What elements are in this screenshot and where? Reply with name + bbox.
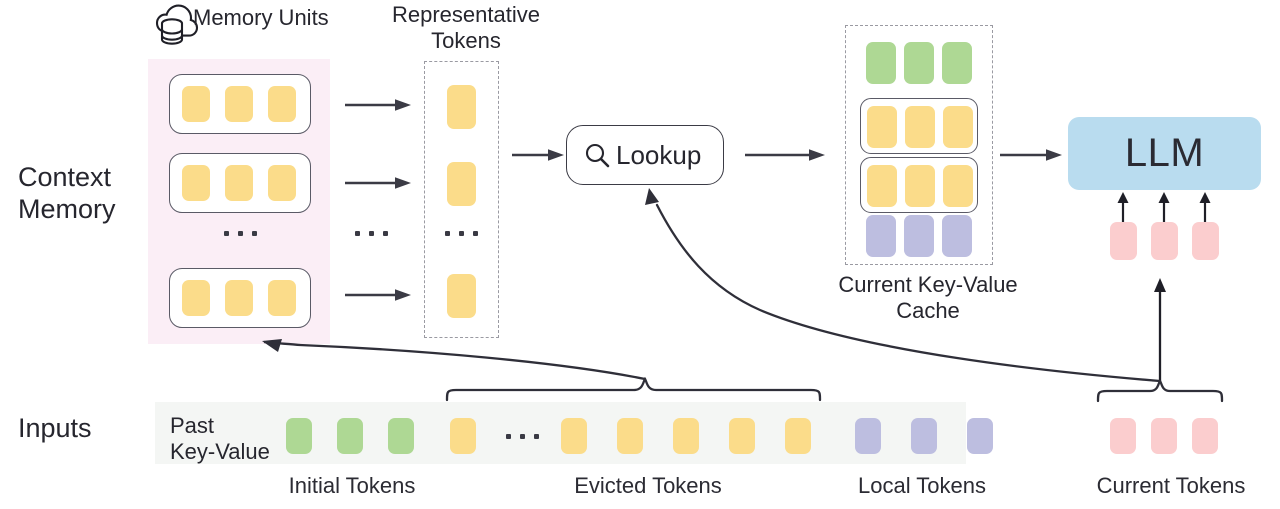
input-token-current [1151,418,1177,454]
memory-token [225,165,253,201]
current-kv-cache-caption: Current Key-Value Cache [838,272,1018,323]
kv-token [905,165,935,207]
memory-units-ellipsis [224,231,257,236]
kv-token [866,42,896,84]
kv-token [943,106,973,148]
representative-token [447,274,476,318]
memory-unit [169,268,311,328]
input-token-evicted [617,418,643,454]
representative-tokens-box [424,61,499,338]
magnifier-icon [584,142,610,168]
cloud-database-icon [155,2,199,48]
kv-token [943,165,973,207]
memory-token [268,86,296,122]
input-token-current [1192,418,1218,454]
llm-input-token [1151,222,1178,260]
caption-local-tokens: Local Tokens [857,473,986,498]
input-token-evicted [729,418,755,454]
caption-current-tokens: Current Tokens [1096,473,1246,498]
arrow-memory-to-rep-1 [345,98,413,112]
memory-units-heading: Memory Units [193,5,329,30]
input-token-initial [388,418,414,454]
input-token-current [1110,418,1136,454]
memory-token [182,86,210,122]
memory-token [225,280,253,316]
memory-token [268,280,296,316]
memory-unit [169,74,311,134]
llm-label: LLM [1124,131,1205,175]
input-token-local [967,418,993,454]
representative-token [447,162,476,206]
arrow-token-to-llm-3 [1198,192,1212,222]
lookup-button[interactable]: Lookup [566,125,724,185]
inputs-ellipsis [506,434,539,439]
kv-row-initial-tokens [866,42,972,84]
kv-row-local-tokens [866,215,972,257]
memory-token [268,165,296,201]
current-kv-cache-box [845,25,993,265]
llm-box: LLM [1068,117,1261,190]
arrow-token-to-llm-1 [1116,192,1130,222]
arrow-memory-to-rep-3 [345,288,413,302]
input-token-evicted [673,418,699,454]
input-token-evicted [785,418,811,454]
kv-token [904,215,934,257]
arrow-token-to-llm-2 [1157,192,1171,222]
memory-unit [169,153,311,213]
kv-memory-unit [860,157,978,213]
row-label-context-memory: Context Memory [18,162,116,224]
memory-token [182,165,210,201]
kv-token [866,215,896,257]
input-token-initial [337,418,363,454]
memory-token [225,86,253,122]
kv-memory-unit [860,98,978,154]
input-token-evicted [561,418,587,454]
representative-tokens-heading: Representative Tokens [392,2,540,53]
row-label-inputs: Inputs [18,413,92,443]
kv-token [942,42,972,84]
arrow-rep-to-lookup [512,148,566,162]
arrow-memory-to-rep-2 [345,176,413,190]
caption-initial-tokens: Initial Tokens [288,473,416,498]
caption-evicted-tokens: Evicted Tokens [574,473,722,498]
arrow-lookup-to-kv [745,148,827,162]
input-token-local [855,418,881,454]
kv-token [905,106,935,148]
kv-token [867,165,897,207]
input-token-evicted [450,418,476,454]
kv-token [904,42,934,84]
llm-input-token [1192,222,1219,260]
arrow-kv-to-llm [1000,148,1064,162]
llm-input-token [1110,222,1137,260]
lookup-label: Lookup [616,139,702,170]
kv-token [942,215,972,257]
input-token-local [911,418,937,454]
input-token-initial [286,418,312,454]
representative-token [447,85,476,129]
kv-token [867,106,897,148]
past-key-value-label: Past Key-Value [170,413,270,465]
representative-tokens-ellipsis [445,231,478,236]
memory-token [182,280,210,316]
arrows-ellipsis [355,231,388,236]
